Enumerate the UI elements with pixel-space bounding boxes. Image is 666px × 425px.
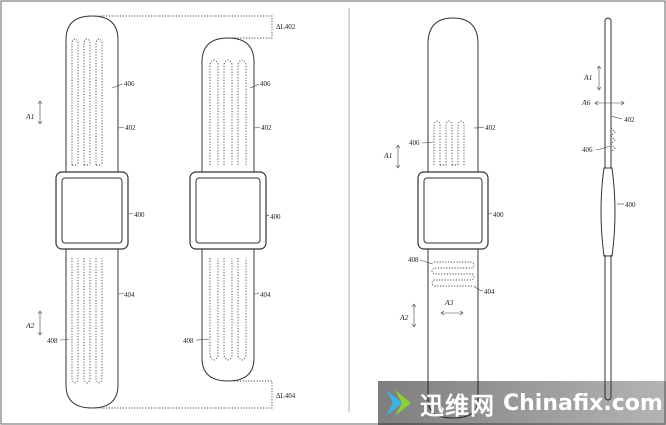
label-402-w1: 402 bbox=[125, 124, 136, 132]
watch-3-serpentine bbox=[431, 261, 475, 287]
label-402-side: 402 bbox=[624, 116, 635, 124]
arrow-a1-w3 bbox=[395, 144, 401, 169]
watermark-chinese-text: 迅维网 bbox=[420, 391, 495, 420]
arrow-a3 bbox=[440, 310, 464, 316]
label-400-w3: 400 bbox=[493, 211, 504, 219]
axis-a1-w1: A1 bbox=[25, 112, 34, 121]
watch-side-view bbox=[600, 17, 616, 401]
watch-1 bbox=[55, 15, 129, 409]
watch-2-upper-band bbox=[201, 37, 255, 175]
watch-3-display bbox=[423, 177, 483, 244]
watch-3-upper-band bbox=[427, 17, 479, 175]
axis-a1-w3: A1 bbox=[383, 151, 392, 160]
watch-2-lower-band bbox=[201, 248, 255, 382]
label-406-w3: 406 bbox=[409, 139, 420, 147]
label-402-w2: 402 bbox=[261, 124, 272, 132]
watch-3 bbox=[417, 17, 489, 419]
watch-2 bbox=[189, 37, 267, 382]
side-body bbox=[600, 167, 616, 257]
side-upper-band bbox=[604, 17, 612, 168]
dl402-bracket bbox=[92, 15, 273, 39]
side-lower-band bbox=[604, 255, 612, 401]
label-402-w3: 402 bbox=[485, 124, 496, 132]
dl404-bracket bbox=[92, 380, 273, 409]
arrow-a2-w1 bbox=[37, 310, 43, 336]
watch-1-upper-band bbox=[65, 15, 119, 175]
arrow-a2-w3 bbox=[411, 303, 417, 328]
watch-2-display bbox=[195, 177, 261, 244]
axis-a2-w3: A2 bbox=[399, 313, 409, 322]
arrow-a1-w1 bbox=[37, 100, 43, 125]
label-406-w1: 406 bbox=[124, 80, 135, 88]
label-400-w1: 400 bbox=[134, 211, 145, 219]
label-404-w3: 404 bbox=[484, 288, 495, 296]
label-408-w2: 408 bbox=[183, 337, 194, 345]
watch-1-display bbox=[61, 177, 123, 244]
watermark-english-text: Chinafix.com bbox=[503, 390, 663, 416]
label-406-w2: 406 bbox=[260, 80, 271, 88]
label-dl404: ΔL404 bbox=[276, 392, 296, 400]
arrow-logo-icon bbox=[386, 390, 411, 416]
label-400-side: 400 bbox=[625, 201, 636, 209]
label-406-side: 406 bbox=[582, 146, 593, 154]
chinafix-watermark: 迅维网 Chinafix.com bbox=[378, 381, 666, 425]
arrow-a1-side bbox=[596, 65, 602, 91]
axis-a3: A3 bbox=[444, 298, 454, 307]
axis-a6: A6 bbox=[581, 98, 591, 107]
label-408-w3: 408 bbox=[408, 256, 419, 264]
label-400-w2: 400 bbox=[270, 213, 281, 221]
axis-a2-w1: A2 bbox=[25, 321, 35, 330]
arrow-a6 bbox=[594, 100, 625, 106]
label-404-w1: 404 bbox=[124, 291, 135, 299]
label-404-w2: 404 bbox=[260, 291, 271, 299]
label-dl402: ΔL402 bbox=[276, 23, 296, 31]
axis-a1-side: A1 bbox=[583, 73, 592, 82]
watch-1-lower-band bbox=[65, 248, 119, 409]
label-408-w1: 408 bbox=[47, 337, 58, 345]
